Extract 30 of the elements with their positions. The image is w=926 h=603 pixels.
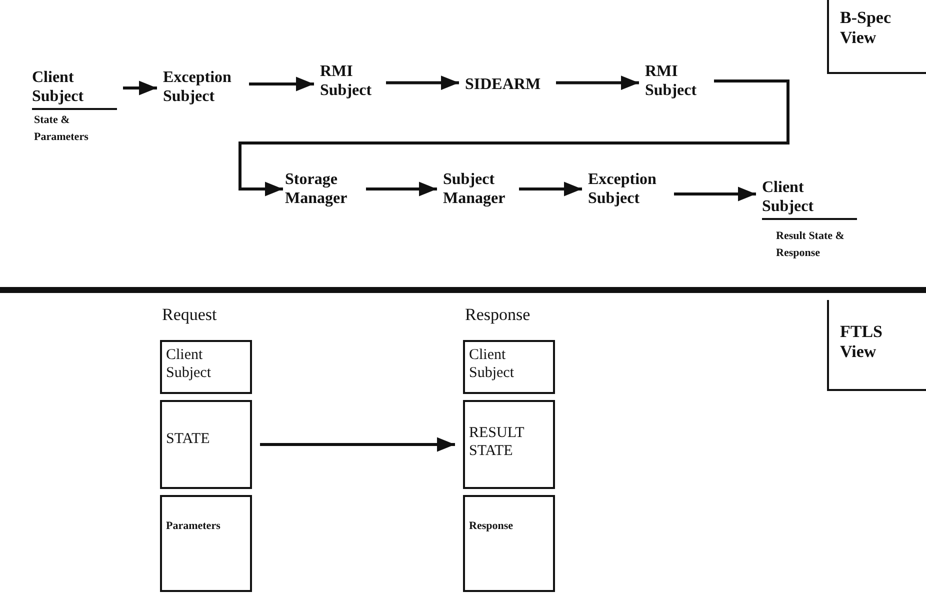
arrow xyxy=(249,76,314,92)
table-cell: Parameters xyxy=(160,495,252,592)
table-cell: RESULT STATE xyxy=(463,400,555,489)
table-cell: STATE xyxy=(160,400,252,489)
note-text: Result State & Response xyxy=(776,229,846,261)
note-text: State & Parameters xyxy=(34,113,90,145)
node-label: RMI Subject xyxy=(645,62,710,100)
table-cell: Client Subject xyxy=(160,340,252,394)
arrow xyxy=(519,182,582,196)
node-label: Storage Manager xyxy=(285,170,360,208)
column-heading: Response xyxy=(465,305,530,325)
arrow xyxy=(123,80,157,96)
view-label: B-Spec View xyxy=(840,8,892,48)
table-cell: Response xyxy=(463,495,555,592)
node-label: Exception Subject xyxy=(588,170,668,208)
node-label: Subject Manager xyxy=(443,170,513,208)
arrow xyxy=(238,80,790,196)
node-label: Exception Subject xyxy=(163,68,243,106)
arrow xyxy=(674,186,756,202)
view-label: FTLS View xyxy=(840,322,884,362)
column-heading: Request xyxy=(162,305,217,325)
node-label: SIDEARM xyxy=(465,75,550,94)
arrow xyxy=(366,182,437,196)
table-cell: Client Subject xyxy=(463,340,555,394)
arrow xyxy=(556,76,639,90)
arrow xyxy=(386,76,459,90)
underlined-label: Client Subject xyxy=(32,68,117,110)
underlined-label: Client Subject xyxy=(762,178,857,220)
arrow xyxy=(260,437,455,452)
node-label: RMI Subject xyxy=(320,62,380,100)
